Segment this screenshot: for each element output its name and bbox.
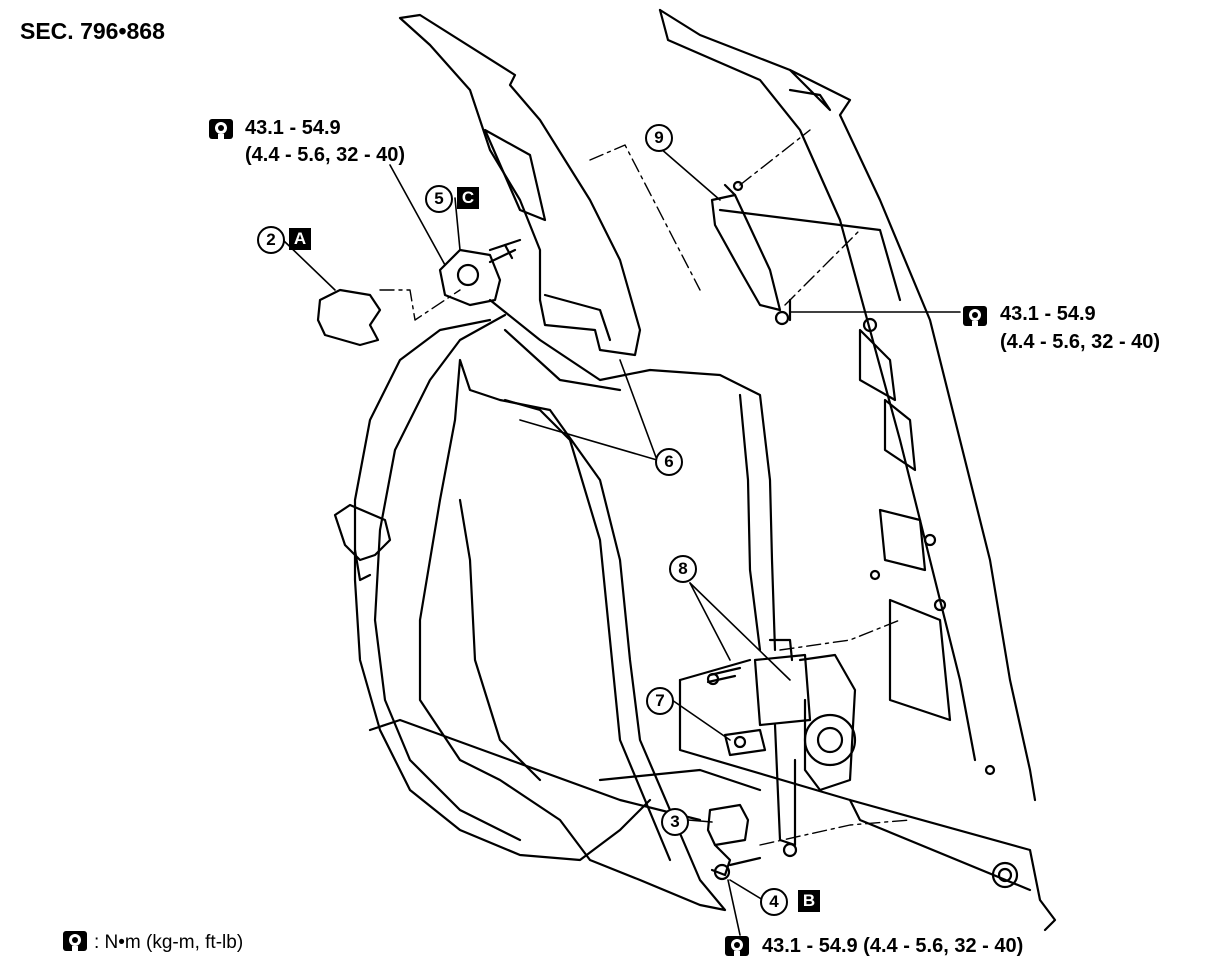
torque-spec-bracket-line2: (4.4 - 5.6, 32 - 40): [1000, 331, 1161, 353]
callout-9: 9: [645, 124, 673, 152]
torque-spec-upper-line2: (4.4 - 5.6, 32 - 40): [245, 144, 406, 166]
section-number: SEC. 796•868: [20, 18, 165, 44]
letter-b: B: [798, 890, 820, 912]
legend-text: : N•m (kg-m, ft-lb): [94, 932, 244, 953]
torque-spec-lower: 43.1 - 54.9 (4.4 - 5.6, 32 - 40): [762, 935, 1024, 957]
callout-4: 4: [760, 888, 788, 916]
torque-spec-bracket-line1: 43.1 - 54.9: [1000, 303, 1096, 325]
installation-lines: [379, 129, 911, 846]
lower-anchor-parts-3-4: [706, 803, 762, 881]
callout-3: 3: [661, 808, 689, 836]
seat-belt-webbing: [333, 298, 777, 862]
torque-spec-upper-line1: 43.1 - 54.9: [245, 117, 341, 139]
upper-anchor-part-5: [438, 238, 522, 307]
torque-wrench-icon: [209, 119, 233, 140]
callout-8: 8: [669, 555, 697, 583]
retractor-assembly: [706, 638, 857, 858]
body-panel-right: [658, 8, 1037, 889]
callout-5: 5: [425, 185, 453, 213]
torque-wrench-icon: [963, 306, 987, 327]
letter-c: C: [457, 187, 479, 209]
letter-a: A: [289, 228, 311, 250]
floor-sill: [368, 658, 1057, 932]
callout-2: 2: [257, 226, 285, 254]
callout-7: 7: [646, 687, 674, 715]
cover-part-2: [316, 288, 382, 347]
guide-bracket-part-9: [710, 180, 792, 326]
callout-6: 6: [655, 448, 683, 476]
torque-wrench-icon: [725, 936, 749, 957]
torque-wrench-icon: [63, 931, 87, 952]
